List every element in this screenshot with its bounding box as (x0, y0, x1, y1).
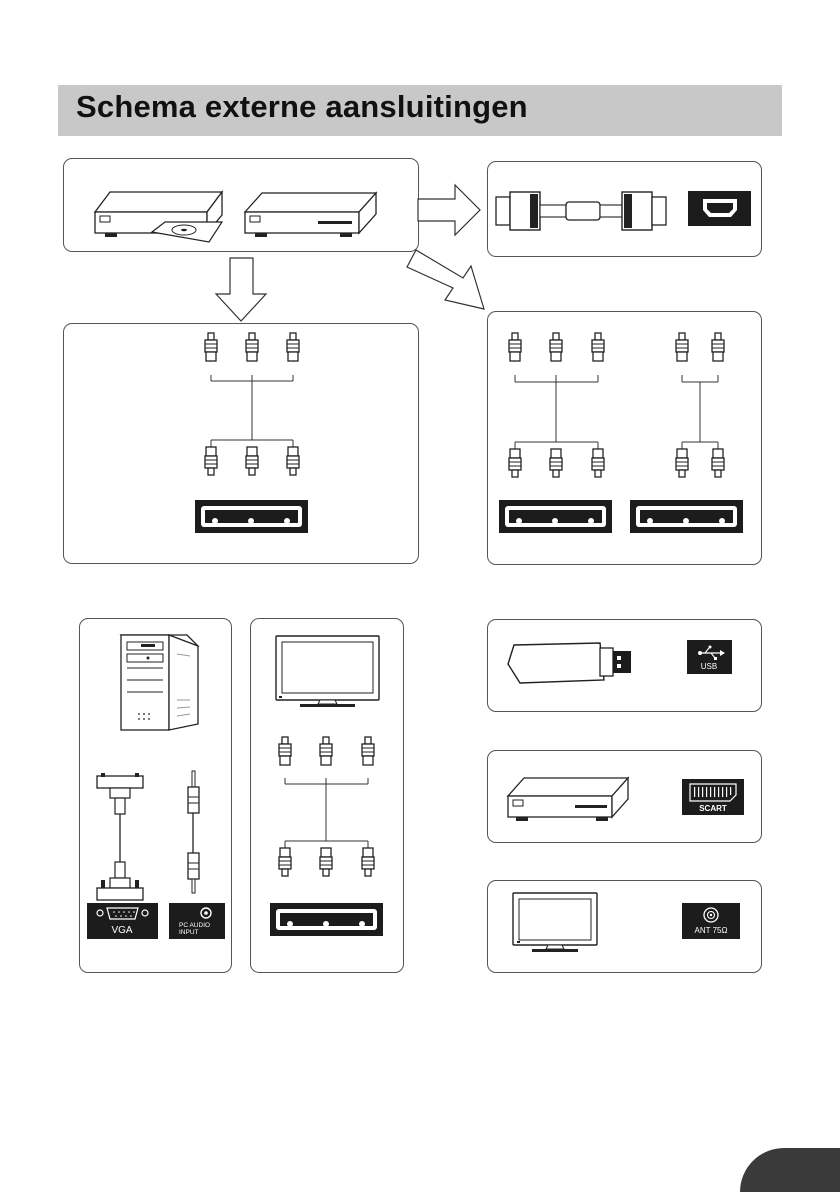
tv-icon (513, 893, 597, 952)
monitor-icon (276, 636, 379, 707)
scart-device-icon (508, 778, 628, 821)
vga-label: VGA (111, 925, 132, 936)
arrow-to-hdmi (418, 185, 480, 235)
ypbpr-jacks (499, 500, 612, 533)
av-input-cable (205, 333, 299, 475)
hdmi-port-icon (688, 191, 751, 226)
usb-stick-icon (508, 643, 631, 683)
antenna-label: ANT 75Ω (695, 926, 728, 935)
usb-port-icon: USB (687, 640, 732, 674)
usb-label: USB (701, 662, 717, 671)
arrow-to-ypbpr (407, 250, 484, 309)
arrow-to-av (216, 258, 266, 321)
av-output-cable (279, 737, 374, 876)
antenna-port-icon: ANT 75Ω (682, 903, 740, 939)
scart-label: SCART (699, 804, 727, 813)
pc-audio-cable-icon (188, 771, 199, 893)
vga-port-icon: VGA (87, 903, 158, 939)
pc-audio-port-icon: PC AUDIO INPUT (169, 903, 225, 939)
ypbpr-cable (509, 333, 604, 477)
hdmi-cable-icon (496, 192, 666, 230)
av-output-jacks (270, 903, 383, 936)
dvd-player-icon (95, 192, 222, 242)
av-input-jacks (195, 500, 308, 533)
audio-lr-cable (676, 333, 724, 477)
pc-tower-icon (121, 635, 198, 730)
audio-jacks (630, 500, 743, 533)
vga-cable-icon (97, 773, 143, 900)
set-top-box-icon (245, 193, 376, 237)
pc-audio-label-line1: PC AUDIO (179, 922, 210, 929)
pc-audio-label-line2: INPUT (179, 929, 199, 936)
scart-port-icon: SCART (682, 779, 744, 815)
